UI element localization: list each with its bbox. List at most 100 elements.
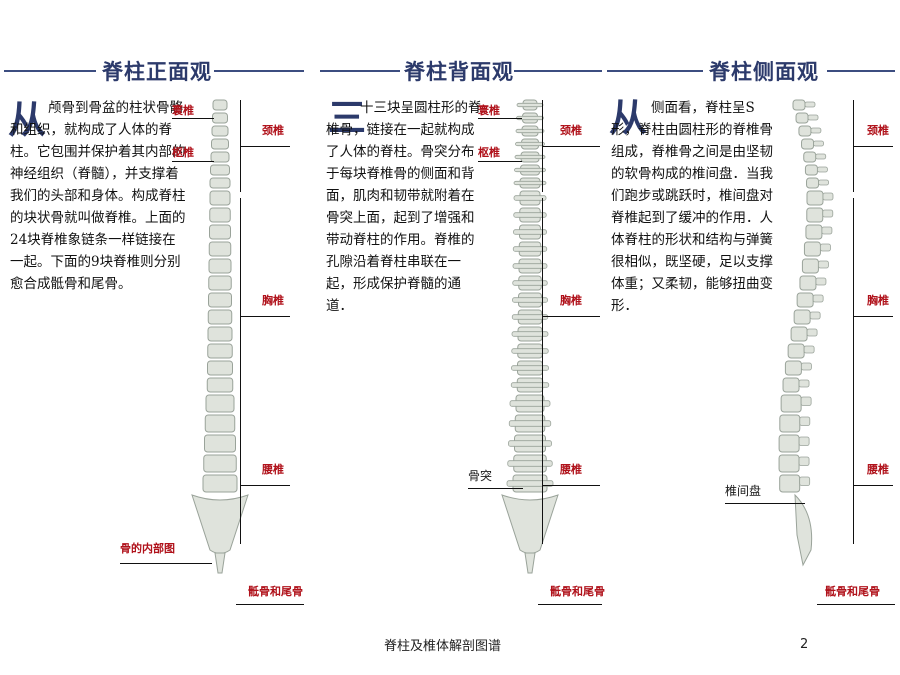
panel-back-view: 脊柱背面观 三 十三块呈圆柱形的脊椎骨，链接在一起就构成了人体的脊柱。骨突分布于… (318, 40, 605, 640)
bracket-lumbar-side (853, 448, 855, 544)
title-rule-right (514, 70, 602, 72)
vertebra (209, 207, 231, 223)
vertebra (787, 343, 805, 359)
label-process: 骨突 (468, 469, 493, 483)
vertebra (211, 125, 229, 137)
spinous-process (815, 277, 827, 286)
leader-cervical-back (542, 146, 600, 148)
spinous-process (822, 209, 834, 218)
title-row-side: 脊柱侧面观 (605, 56, 897, 84)
leader-sacrum-side (817, 604, 895, 606)
transverse-process (511, 348, 549, 354)
vertebra (795, 112, 809, 124)
spinous-process (799, 416, 811, 426)
vertebra (205, 394, 235, 413)
label-atlas-front: 寰椎 (172, 104, 194, 117)
leader-cervical-front (240, 146, 290, 148)
spinous-process (822, 192, 834, 201)
transverse-process (508, 420, 552, 427)
transverse-process (514, 154, 546, 160)
transverse-process (515, 128, 545, 134)
spine-front-illustration (191, 99, 249, 574)
vertebra (207, 360, 233, 376)
spinous-process (798, 379, 810, 388)
vertebra (208, 292, 232, 308)
spinous-process (815, 153, 827, 160)
spinous-process (818, 260, 829, 269)
leader-thoracic-back (542, 316, 600, 318)
title-rule-left (320, 70, 400, 72)
description-side: 侧面看，脊柱呈S形，脊柱由圆柱形的脊椎骨组成，脊椎骨之间是由坚韧的软骨构成的椎间… (611, 100, 773, 314)
vertebra (779, 414, 801, 433)
leader-cervical-side (853, 146, 893, 148)
bracket-thoracic-front (240, 198, 242, 433)
vertebra (211, 138, 229, 150)
spinous-process (820, 243, 831, 252)
leader-disc (725, 503, 805, 505)
spine-side-illustration (778, 99, 834, 567)
description-back: 十三块呈圆柱形的脊椎骨，链接在一起就构成了人体的脊柱。骨突分布于每块脊椎骨的侧面… (326, 100, 482, 314)
label-cervical-front: 颈椎 (262, 124, 284, 137)
vertebra (799, 275, 817, 291)
transverse-process (512, 280, 548, 286)
title-rule-left (4, 70, 96, 72)
vertebra (208, 258, 232, 274)
sacrum (191, 494, 249, 554)
spinous-process (813, 140, 824, 147)
spinous-process (798, 456, 810, 466)
coccyx (214, 552, 226, 574)
vertebra (209, 177, 231, 189)
spinous-process (800, 396, 812, 406)
leader-inner-view (120, 563, 212, 565)
spinous-process (818, 179, 829, 186)
leader-axis-back (478, 161, 522, 163)
spinous-process (804, 101, 816, 108)
vertebra (212, 112, 228, 124)
leader-process (468, 488, 523, 490)
transverse-process (513, 195, 547, 201)
transverse-process (516, 102, 544, 108)
transverse-process (507, 460, 553, 467)
label-disc: 椎间盘 (725, 484, 762, 498)
panel-title-side: 脊柱侧面观 (709, 59, 819, 84)
vertebra (206, 377, 234, 393)
leader-sacrum-back (538, 604, 602, 606)
vertebra (790, 326, 808, 342)
panel-front-view: 脊柱正面观 从 颅骨到骨盆的柱状骨骼和组织，就构成了人体的脊柱。它包围并保护着其… (0, 40, 305, 640)
vertebra (803, 151, 817, 163)
vertebra (779, 474, 801, 493)
transverse-process (513, 180, 547, 186)
vertebra (793, 309, 811, 325)
label-thoracic-front: 胸椎 (262, 294, 284, 307)
sacrum (501, 494, 559, 554)
spinous-process (806, 328, 818, 337)
transverse-process (508, 440, 552, 447)
vertebra (204, 414, 236, 433)
spinous-process (817, 166, 828, 173)
transverse-process (506, 480, 554, 487)
label-lumbar-back: 腰椎 (560, 463, 582, 476)
transverse-process (512, 263, 548, 269)
vertebra (806, 190, 824, 206)
vertebra (784, 360, 802, 376)
vertebra (208, 275, 232, 291)
bracket-thoracic-side (853, 198, 855, 448)
transverse-process (511, 331, 549, 337)
transverse-process (514, 167, 546, 173)
drop-cap-back: 三 (328, 95, 367, 140)
vertebra (203, 454, 237, 473)
footer-caption: 脊柱及椎体解剖图谱 (384, 639, 502, 654)
spinous-process (798, 436, 810, 446)
bracket-thoracic-back (542, 198, 544, 433)
title-row-back: 脊柱背面观 (318, 56, 603, 84)
spinous-process (799, 476, 811, 486)
label-axis-back: 枢椎 (478, 146, 500, 159)
label-inner-view: 骨的内部图 (120, 542, 175, 555)
label-atlas-back: 寰椎 (478, 104, 500, 117)
leader-atlas-back (478, 118, 522, 120)
vertebra (212, 99, 228, 111)
drop-cap-side: 从 (609, 95, 648, 140)
title-row-front: 脊柱正面观 (0, 56, 305, 84)
panel-title-back: 脊柱背面观 (404, 59, 514, 84)
bracket-lumbar-back (542, 432, 544, 544)
